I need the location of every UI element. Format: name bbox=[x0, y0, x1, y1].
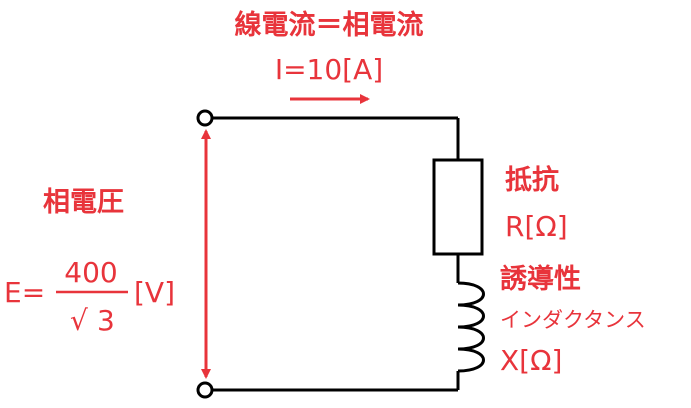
resistor-value: R[Ω] bbox=[505, 210, 568, 243]
voltage-unit: [V] bbox=[134, 276, 175, 309]
voltage-radical: √ bbox=[70, 304, 88, 337]
phase-voltage-title: 相電圧 bbox=[43, 187, 124, 218]
current-value: I=10[A] bbox=[275, 53, 383, 86]
terminal-bottom bbox=[196, 381, 214, 399]
resistor-title: 抵抗 bbox=[505, 164, 559, 196]
voltage-prefix: E= bbox=[4, 276, 45, 309]
inductor-value: X[Ω] bbox=[500, 344, 562, 377]
inductor-title: 誘導性 bbox=[500, 263, 581, 295]
voltage-numerator: 400 bbox=[64, 256, 117, 289]
line-current-title: 線電流＝相電流 bbox=[235, 9, 424, 41]
circuit-wiring bbox=[212, 116, 460, 392]
resistor-symbol bbox=[432, 158, 484, 256]
voltage-denominator: 3 bbox=[97, 304, 115, 337]
terminal-top bbox=[196, 109, 214, 127]
inductor-coil bbox=[457, 281, 485, 373]
inductor-subtitle: インダクタンス bbox=[500, 308, 646, 332]
